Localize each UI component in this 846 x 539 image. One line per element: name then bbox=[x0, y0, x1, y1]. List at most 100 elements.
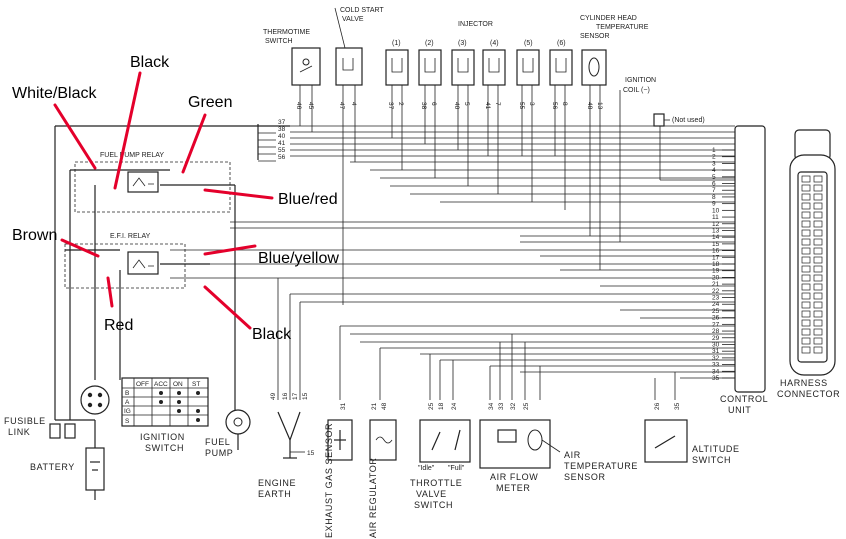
harness-pin-cell bbox=[813, 346, 823, 354]
cu-pin-label: 7 bbox=[712, 187, 716, 194]
inj5-pin-b: 3 bbox=[528, 102, 535, 106]
callout-line-blue-yellow bbox=[203, 244, 257, 256]
injector-num-1: (1) bbox=[392, 40, 401, 47]
fuel-pump-relay: FUEL PUMP RELAY bbox=[74, 152, 231, 213]
ignition-switch: OFF ACC ON ST B A IG S IGNITION SWITCH bbox=[80, 377, 209, 453]
cu-pin-label: 20 bbox=[712, 274, 720, 281]
callout-line-black-bottom bbox=[203, 285, 252, 330]
inj6-pin-a: 56 bbox=[551, 102, 558, 110]
ign-head-acc: ACC bbox=[154, 381, 168, 388]
battery-label: BATTERY bbox=[30, 462, 75, 472]
harness-pin-cell bbox=[813, 292, 823, 300]
control-unit-label-2: UNIT bbox=[728, 405, 751, 415]
harness-pin-cell bbox=[801, 283, 811, 291]
inj6-pin-b: 8 bbox=[561, 102, 568, 106]
bus-pin-40: 40 bbox=[278, 133, 286, 140]
air-flow-label-2: METER bbox=[496, 483, 531, 493]
air-temp-label-1: AIR bbox=[564, 450, 581, 460]
cu-pin-label: 16 bbox=[712, 248, 720, 255]
cold-pin-47: 47 bbox=[338, 102, 345, 110]
cu-pin-label: 19 bbox=[712, 268, 720, 275]
cu-pin-label: 35 bbox=[712, 375, 720, 382]
ign-row-a: A bbox=[125, 399, 130, 406]
injectors: INJECTOR (1) 37 2 (2) 38 6 (3) 40 5 (4) … bbox=[385, 21, 573, 110]
altitude-label-2: SWITCH bbox=[692, 455, 731, 465]
cold-start-label: COLD START bbox=[340, 7, 384, 14]
harness-pin-cell bbox=[801, 265, 811, 273]
harness-pin-cell bbox=[813, 175, 823, 183]
harness-pin-cell bbox=[801, 319, 811, 327]
ign-row-b: B bbox=[125, 390, 129, 397]
injector-num-5: (5) bbox=[524, 40, 533, 47]
ign-row-s: S bbox=[125, 418, 130, 425]
cu-pin-label: 13 bbox=[712, 227, 720, 234]
cu-pin-label: 24 bbox=[712, 301, 720, 308]
cu-pin-label: 6 bbox=[712, 181, 716, 188]
cu-pin-label: 12 bbox=[712, 221, 720, 228]
harness-pin-cell bbox=[801, 310, 811, 318]
harness-pin-cell bbox=[801, 301, 811, 309]
afm-pin-25: 25 bbox=[523, 402, 530, 410]
harness-pin-cell bbox=[813, 229, 823, 237]
harness-pin-cell bbox=[801, 238, 811, 246]
exhaust-gas-sensor: 31 EXHAUST GAS SENSOR bbox=[324, 402, 353, 538]
cold-start-label-2: VALVE bbox=[342, 16, 364, 23]
harness-pin-cell bbox=[813, 319, 823, 327]
harness-pin-cell bbox=[813, 274, 823, 282]
harness-pin-cell bbox=[801, 175, 811, 183]
callout-line-green bbox=[181, 113, 207, 174]
harness-pin-cell bbox=[801, 184, 811, 192]
inj3-pin-b: 5 bbox=[463, 102, 470, 106]
cu-pin-label: 15 bbox=[712, 241, 720, 248]
left-bus-pins: 37 38 40 41 55 56 bbox=[257, 119, 286, 162]
harness-pin-cell bbox=[801, 274, 811, 282]
harness-pin-cell bbox=[813, 184, 823, 192]
cu-pin-label: 29 bbox=[712, 335, 720, 342]
inj4-pin-b: 7 bbox=[494, 102, 501, 106]
earth-pin-17: 17 bbox=[292, 392, 299, 400]
cu-pin-label: 28 bbox=[712, 328, 720, 335]
inj1-pin-b: 2 bbox=[397, 102, 404, 106]
throttle-valve-switch: 25 18 24 "Idle" "Full" THROTTLE VALVE SW… bbox=[410, 402, 471, 510]
callout-blue-yellow: Blue/yellow bbox=[258, 250, 339, 267]
cylinder-head-temp-sensor: CYLINDER HEAD TEMPERATURE SENSOR 48 13 bbox=[580, 15, 649, 110]
cu-pin-label: 32 bbox=[712, 355, 720, 362]
harness-pin-cell bbox=[801, 328, 811, 336]
harness-pin-cell bbox=[813, 193, 823, 201]
ign-row-ig: IG bbox=[124, 408, 131, 415]
harness-pin-cell bbox=[813, 337, 823, 345]
cold-start-valve: COLD START VALVE 47 4 bbox=[334, 7, 384, 110]
harness-pin-cell bbox=[813, 202, 823, 210]
thr-pin-25: 25 bbox=[428, 402, 435, 410]
earth-pin-15: 15 bbox=[302, 392, 309, 400]
control-unit-pins: 1234567891011121314151617181920212223242… bbox=[712, 147, 735, 382]
injector-3: (3) 40 5 bbox=[451, 40, 475, 110]
bus-pin-37: 37 bbox=[278, 119, 286, 126]
bus-pin-41: 41 bbox=[278, 140, 286, 147]
exhaust-gas-sensor-label: EXHAUST GAS SENSOR bbox=[324, 423, 334, 538]
harness-pin-cell bbox=[801, 211, 811, 219]
harness-pin-cell bbox=[801, 220, 811, 228]
injector-1: (1) 37 2 bbox=[385, 40, 409, 110]
harness-pin-cell bbox=[813, 328, 823, 336]
cold-pin-4: 4 bbox=[350, 102, 357, 106]
injector-5: (5) 55 3 bbox=[516, 40, 540, 110]
battery: BATTERY bbox=[30, 447, 105, 491]
harness-pin-cell bbox=[813, 247, 823, 255]
cu-pin-label: 18 bbox=[712, 261, 720, 268]
ignition-coil-label-1: IGNITION bbox=[625, 77, 656, 84]
ignition-coil-label-2: COIL (−) bbox=[623, 87, 650, 94]
harness-pin-cell bbox=[813, 211, 823, 219]
throttle-idle-label: "Idle" bbox=[418, 465, 435, 472]
injector-label: INJECTOR bbox=[458, 21, 493, 28]
cyl-pin-48: 48 bbox=[586, 102, 593, 110]
not-used-label: (Not used) bbox=[672, 117, 705, 124]
cu-pin-label: 2 bbox=[712, 154, 716, 161]
altitude-switch: 26 35 ALTITUDE SWITCH bbox=[644, 402, 739, 465]
harness-pin-cell bbox=[801, 202, 811, 210]
bus-pin-38: 38 bbox=[278, 126, 286, 133]
callout-black-bottom: Black bbox=[252, 326, 292, 343]
cyl-head-label-1: CYLINDER HEAD bbox=[580, 15, 637, 22]
alt-pin-35: 35 bbox=[674, 402, 681, 410]
